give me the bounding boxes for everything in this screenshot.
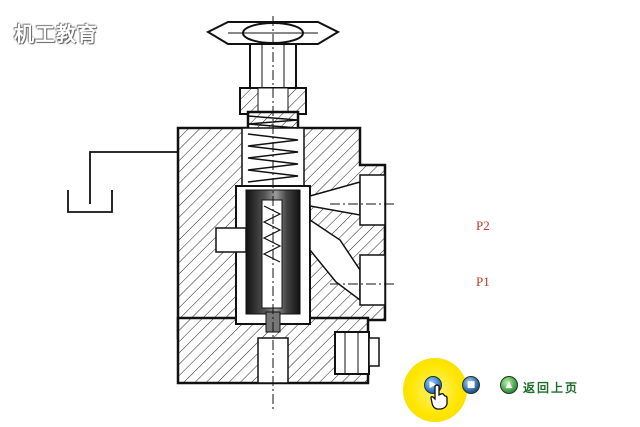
port-label-p1: P1	[476, 274, 490, 289]
back-to-previous-page-link[interactable]: 返回上页	[523, 381, 580, 395]
brand-watermark: 机工教育	[14, 22, 98, 46]
centerlines	[272, 16, 395, 410]
drain-line	[67, 151, 178, 213]
up-triangle-icon: ▲	[505, 380, 513, 390]
play-icon: ▶	[429, 380, 437, 390]
stop-icon: ■	[466, 380, 476, 390]
stop-button[interactable]: ■	[462, 376, 480, 394]
hand-cursor-icon	[430, 384, 448, 410]
flow-passages	[215, 174, 386, 306]
port-label-p2: P2	[476, 218, 490, 233]
back-button[interactable]: ▲	[500, 376, 518, 394]
